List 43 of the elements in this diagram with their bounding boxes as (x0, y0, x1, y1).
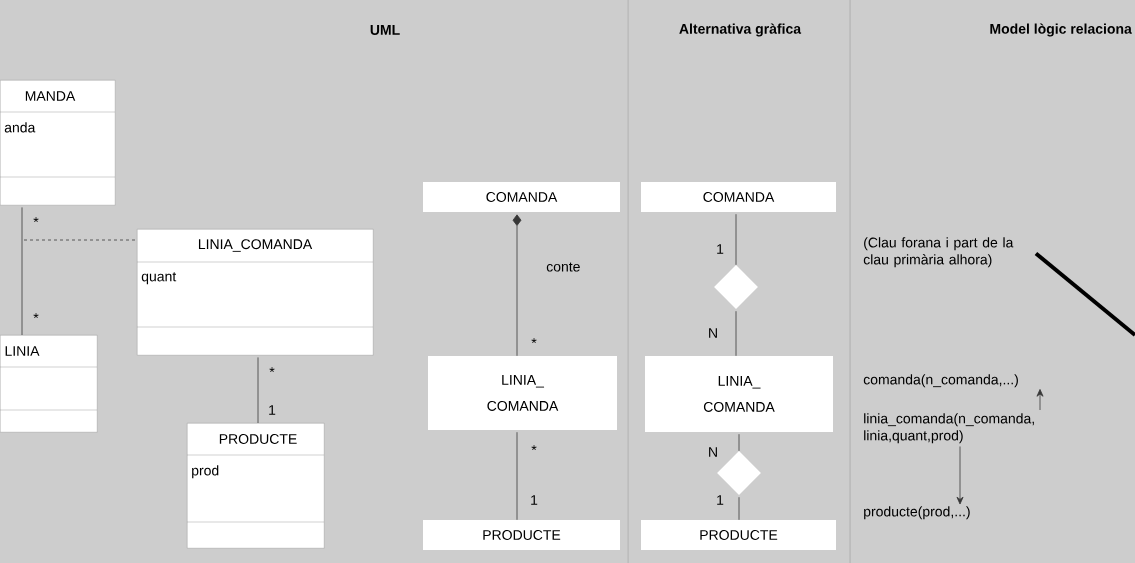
column-heading: Alternativa gràfica (679, 23, 802, 37)
multiplicity: * (269, 367, 275, 373)
entity-box: COMANDA (641, 182, 836, 212)
multiplicity: 1 (269, 405, 276, 415)
multiplicity: * (33, 217, 39, 223)
class-box: LINIA_COMANDA quant (136, 229, 374, 356)
connector-line (1036, 389, 1044, 411)
relation-text: producte(prod,...) (864, 506, 970, 520)
entity-box: COMANDA (423, 182, 620, 212)
cardinality: 1 (717, 244, 724, 254)
class-box: LINIA (0, 335, 98, 433)
entity-box: LINIA_ COMANDA (645, 356, 833, 432)
multiplicity: * (531, 445, 537, 451)
connector-line (1034, 251, 1135, 337)
connector-line (956, 446, 964, 505)
connector-line (738, 496, 740, 521)
edge-label: conte (545, 261, 582, 273)
multiplicity: 1 (531, 495, 538, 505)
column-heading: Model lògic relaciona (990, 23, 1132, 37)
connector-line (735, 310, 737, 357)
class-box: MANDA anda (0, 80, 116, 206)
connector-line (21, 207, 23, 336)
relation-text: linia_comanda(n_comanda, linia,quant,prod) (864, 413, 1034, 444)
connector-line (257, 357, 259, 424)
entity-box: PRODUCTE (641, 520, 836, 550)
cardinality: N (709, 447, 717, 457)
connector-line (738, 433, 740, 452)
multiplicity: * (531, 338, 537, 344)
connector-line (516, 431, 518, 521)
connector-line (512, 214, 522, 357)
relation-text: comanda(n_comanda,...) (863, 374, 1018, 388)
relation-text: (Clau forana i part de la clau primària alhora) (863, 237, 1014, 268)
class-box: PRODUCTE prod (186, 423, 325, 549)
relationship-diamond (714, 265, 758, 309)
multiplicity: * (33, 313, 39, 319)
cardinality: 1 (717, 495, 724, 505)
cardinality: N (709, 328, 717, 338)
connector-line (735, 213, 737, 266)
relationship-diamond (717, 451, 761, 495)
column-heading: UML (370, 25, 400, 35)
entity-box: PRODUCTE (423, 520, 620, 550)
entity-box: LINIA_ COMANDA (428, 356, 617, 430)
connector-line (23, 239, 138, 241)
